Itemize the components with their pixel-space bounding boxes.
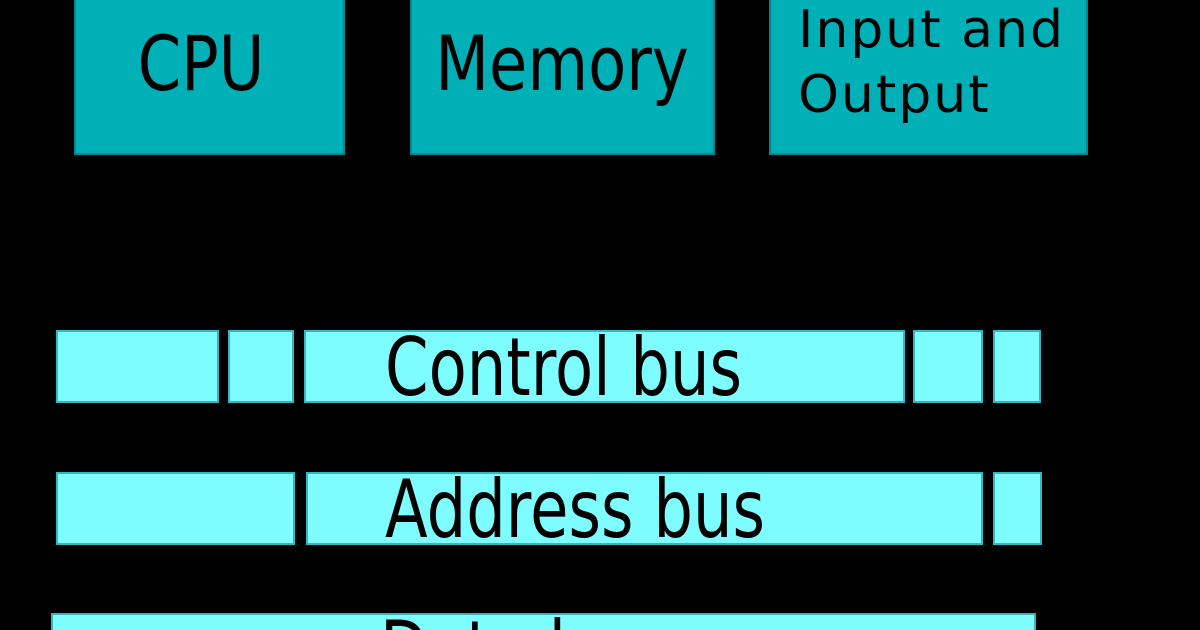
cpu-box: CPU bbox=[74, 0, 345, 155]
input-output-label-line2: Output bbox=[798, 65, 991, 125]
input-output-label-line1: Input and bbox=[798, 0, 1066, 60]
address-bus-segment bbox=[993, 472, 1042, 545]
input-output-box: Input and Output bbox=[769, 0, 1088, 155]
control-bus-segment bbox=[993, 330, 1041, 403]
control-bus-segment bbox=[913, 330, 983, 403]
control-bus-segment bbox=[228, 330, 294, 403]
control-bus-label: Control bus bbox=[385, 321, 743, 414]
address-bus-label: Address bus bbox=[385, 463, 766, 556]
cpu-label: CPU bbox=[137, 19, 265, 108]
control-bus-main-segment: Control bus bbox=[304, 328, 905, 408]
data-bus-label: Data bus bbox=[380, 611, 660, 630]
address-bus-segment bbox=[56, 472, 295, 545]
control-bus-segment bbox=[56, 330, 219, 403]
memory-box: Memory bbox=[410, 0, 715, 155]
data-bus-main-segment: Data bus bbox=[51, 611, 1036, 630]
memory-label: Memory bbox=[435, 19, 689, 108]
address-bus-main-segment: Address bus bbox=[306, 470, 983, 550]
input-output-label: Input and Output bbox=[798, 0, 1065, 128]
